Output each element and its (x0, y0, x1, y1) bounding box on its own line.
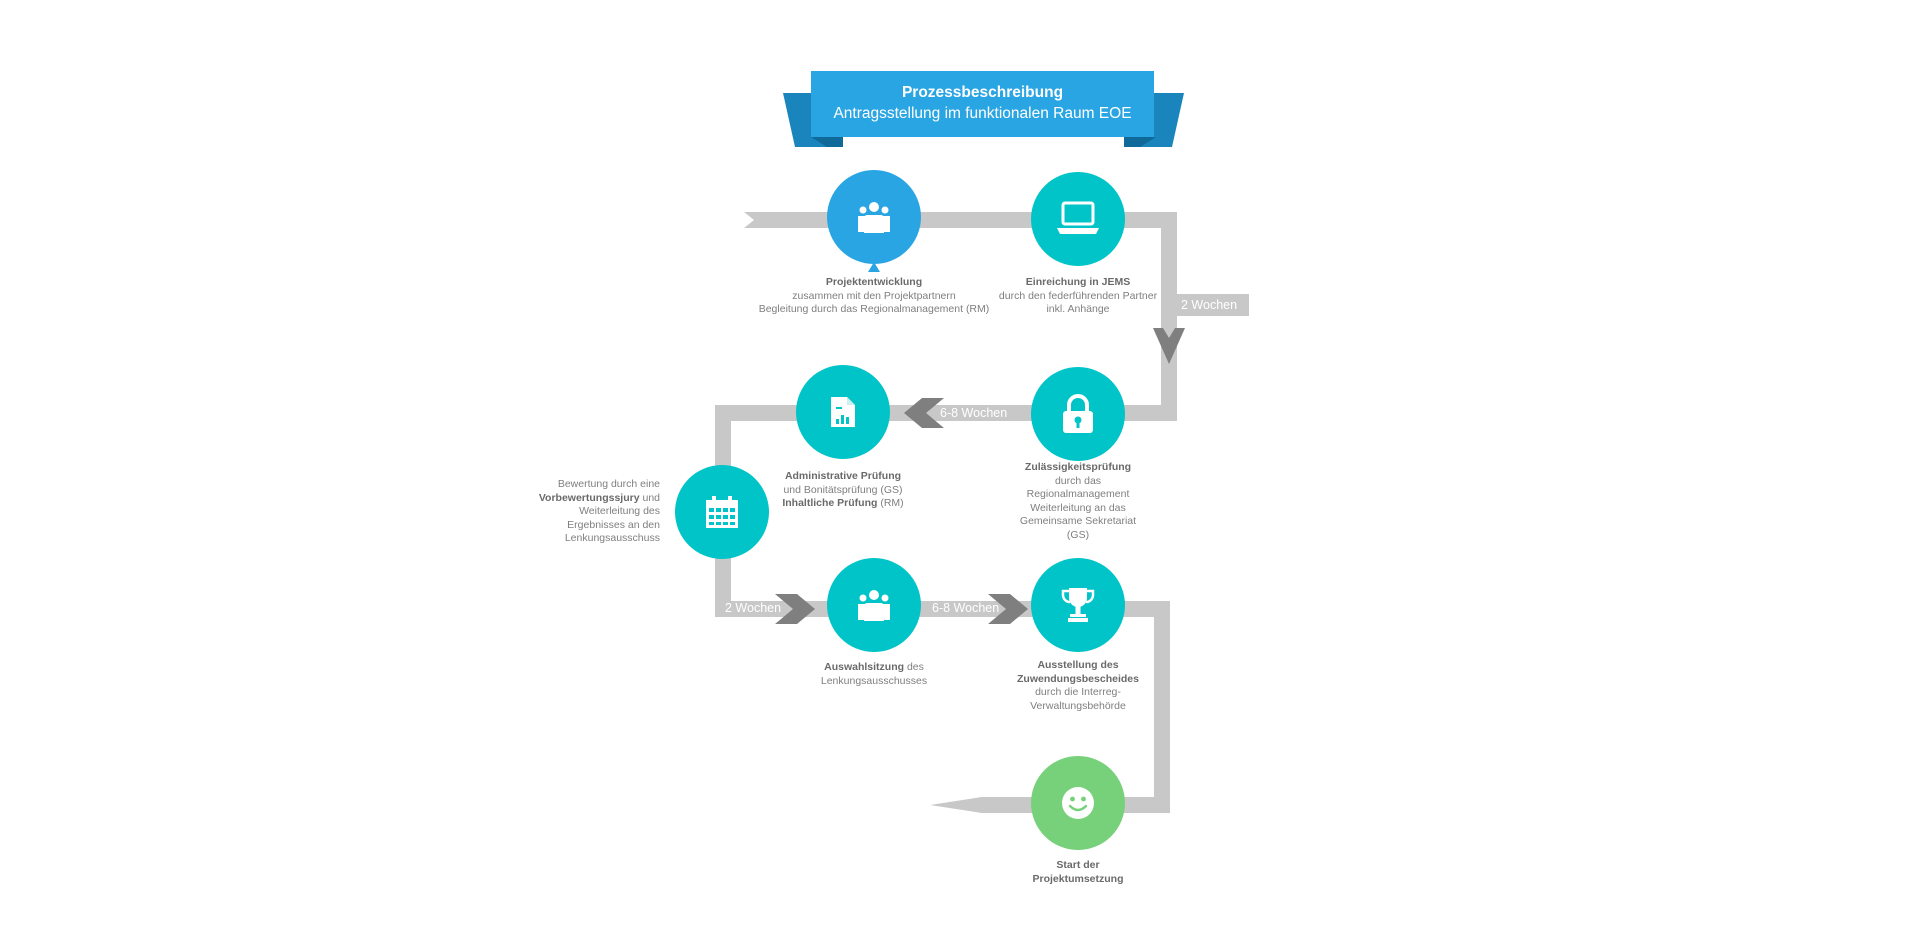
chevron-down-icon (1153, 328, 1185, 364)
duration-label: 6-8 Wochen (940, 406, 1008, 420)
step-zulaessigkeit-text: Zulässigkeitsprüfung durch das Regionalm… (1008, 461, 1148, 542)
smiley-icon (1062, 787, 1094, 819)
step-line: und (639, 491, 660, 504)
track-segment (1154, 601, 1170, 813)
duration-label: 2 Wochen (1181, 298, 1238, 312)
chevron-left-icon (904, 398, 944, 428)
step-title: Vorbewertungssjury (538, 491, 640, 504)
step-title: Projektentwicklung (825, 276, 923, 288)
track-end-arrow (930, 797, 982, 813)
step-auswahlsitzung-text: Auswahlsitzung des Lenkungsausschusses (794, 661, 954, 688)
step-line: und Bonitätsprüfung (GS) (783, 483, 903, 496)
page-subtitle: Antragsstellung im funktionalen Raum EOE (833, 105, 1132, 122)
step-start (1031, 756, 1125, 850)
people-icon (858, 590, 890, 621)
track-segment (1161, 212, 1177, 421)
step-einreichung-text: Einreichung in JEMS durch den federführe… (988, 276, 1168, 317)
step-line: Regionalmanagement (1026, 488, 1130, 500)
step-title: Ausstellung des (1037, 659, 1119, 671)
step-start-text: Start der Projektumsetzung (998, 859, 1158, 886)
step-auswahlsitzung (827, 558, 921, 652)
step-title: Einreichung in JEMS (1025, 276, 1131, 288)
track-segment (1177, 294, 1249, 316)
step-title: Zuwendungsbescheides (1017, 672, 1139, 685)
step-bewertung (675, 465, 769, 559)
step-line: durch die Interreg- (1035, 686, 1121, 698)
step-line: Bewertung durch eine (557, 478, 660, 490)
lock-icon (1063, 394, 1093, 433)
step-line: Weiterleitung an das (1030, 501, 1126, 514)
laptop-icon (1057, 201, 1099, 234)
step-title: Auswahlsitzung (824, 661, 905, 673)
step-title: Projektumsetzung (1032, 872, 1124, 885)
track-start-arrow (744, 212, 770, 228)
step-line: durch den federführenden Partner (998, 289, 1158, 302)
step-administrativ (796, 365, 890, 459)
people-icon (858, 202, 890, 233)
step-title: Inhaltliche Prüfung (782, 497, 878, 509)
duration-label: 6-8 Wochen (932, 601, 1000, 615)
step-zulaessigkeit (1031, 367, 1125, 461)
page-title: Prozessbeschreibung (901, 84, 1064, 101)
step-line: zusammen mit den Projektpartnern (792, 289, 956, 302)
step-line: (GS) (1066, 528, 1090, 541)
step-line: inkl. Anhänge (1046, 303, 1110, 315)
trophy-icon (1061, 588, 1095, 622)
pointer-marker (868, 262, 880, 272)
step-administrativ-text: Administrative Prüfung und Bonitätsprüfu… (763, 470, 923, 511)
step-title: Administrative Prüfung (784, 470, 902, 482)
step-ausstellung-text: Ausstellung des Zuwendungsbescheides dur… (998, 659, 1158, 713)
calendar-icon (706, 496, 738, 528)
step-projektentwicklung (827, 170, 921, 264)
step-line: (RM) (877, 497, 904, 509)
step-line: durch das (1054, 474, 1102, 487)
chevron-right-icon (988, 594, 1028, 624)
step-einreichung (1031, 172, 1125, 266)
duration-label: 2 Wochen (725, 601, 782, 615)
step-line: Ergebnisses an den (567, 518, 660, 531)
step-line: des (904, 661, 924, 673)
step-ausstellung (1031, 558, 1125, 652)
title-box: Prozessbeschreibung Antragsstellung im f… (811, 71, 1154, 137)
step-title: Zulässigkeitsprüfung (1024, 461, 1132, 473)
step-projektentwicklung-text: Projektentwicklung zusammen mit den Proj… (744, 276, 1004, 317)
chevron-right-icon (775, 594, 815, 624)
document-icon (831, 397, 855, 427)
step-line: Gemeinsame Sekretariat (1019, 515, 1137, 527)
step-line: Begleitung durch das Regionalmanagement … (758, 303, 990, 315)
step-title: Start der (1056, 859, 1100, 871)
step-line: Lenkungsausschusses (820, 674, 928, 687)
step-line: Verwaltungsbehörde (1030, 699, 1126, 712)
step-line: Weiterleitung des (579, 505, 660, 517)
step-bewertung-text: Bewertung durch eine Vorbewertungssjury … (520, 478, 660, 546)
step-line: Lenkungsausschuss (564, 532, 660, 544)
